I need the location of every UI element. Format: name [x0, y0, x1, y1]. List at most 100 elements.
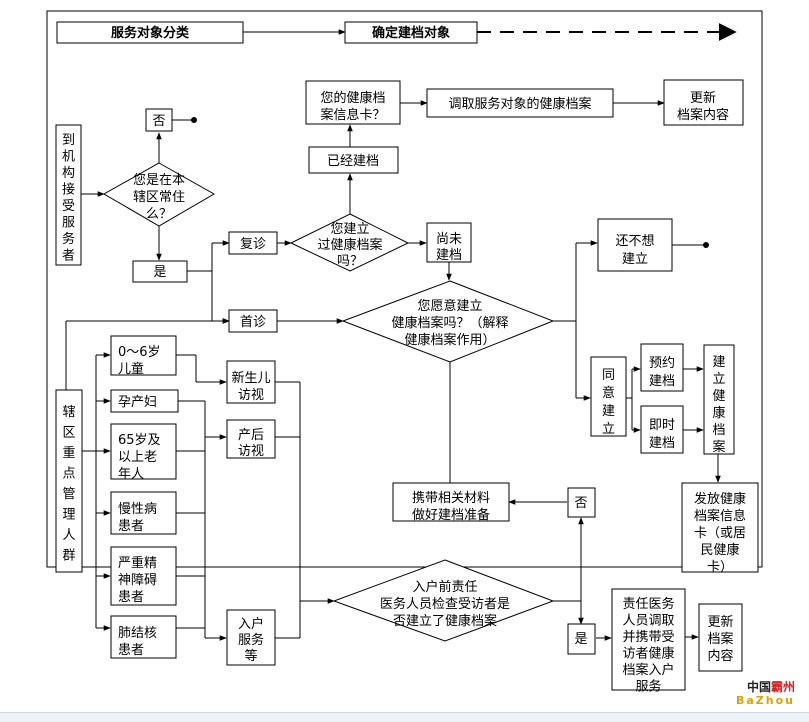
node-label-line: 卡）	[707, 560, 733, 575]
node-label-line: 以上老	[118, 450, 157, 465]
node-label-line: 您的健康档	[320, 90, 385, 106]
node-label-line: 慢性病	[118, 501, 157, 517]
svg-text:调取服务对象的健康档案: 调取服务对象的健康档案	[448, 96, 591, 112]
node-label-line: 访者健康	[622, 646, 674, 662]
node-label-line: 吗？	[337, 254, 363, 269]
node-label-line: 65岁及	[118, 433, 161, 448]
bottom-scrollbar[interactable]	[0, 712, 809, 722]
svg-text:服务对象分类: 服务对象分类	[111, 25, 190, 41]
yes-left-box: 是	[132, 260, 188, 283]
node-label-line: 患者	[118, 590, 144, 605]
node-label-line: 理	[62, 508, 75, 523]
node-label-line: 构	[62, 166, 75, 181]
svg-text:确定建档对象: 确定建档对象	[372, 25, 450, 41]
node-label-line: 重	[62, 445, 75, 461]
svg-text:孕产妇: 孕产妇	[118, 394, 157, 410]
node-label-line: 更新	[690, 90, 716, 106]
node-label-line: 新生儿	[231, 370, 270, 386]
node-label-line: 过健康档案	[317, 237, 382, 253]
node-label-line: 否建立了健康档案	[393, 613, 497, 629]
node-label-line: 服	[62, 216, 75, 231]
node-label-line: 档案入户	[622, 662, 674, 678]
node-label-line: 档案内容	[677, 107, 729, 123]
node-label-line: 内容	[707, 648, 733, 664]
node-label-line: 档	[712, 423, 725, 438]
node-label-line: 案信息卡？	[320, 107, 385, 123]
node-label-line: 群	[62, 549, 75, 564]
node-label-line: 人	[62, 528, 75, 543]
node-label-line: 同	[602, 368, 615, 383]
node-label-line: 还不想	[615, 233, 654, 249]
svg-text:否: 否	[574, 496, 587, 511]
node-label-line: 患者	[118, 519, 144, 534]
node-label-line: 辖	[62, 404, 75, 420]
node-label-line: 健	[712, 389, 725, 404]
node-label-line: 患者	[118, 643, 144, 658]
node-label-line: 责任医务	[622, 596, 674, 612]
node-label-line: 健康档案作用）	[404, 332, 495, 348]
node-label-line: 立	[602, 422, 615, 437]
node-label-line: 康	[712, 405, 725, 421]
node-label-line: 携带相关材料	[412, 490, 490, 506]
node-label-line: 您愿意建立	[417, 298, 482, 314]
node-label-line: 人员调取	[622, 614, 674, 629]
node-label-line: 么？	[146, 207, 172, 222]
no-mid-box: 否	[567, 487, 596, 518]
first-visit-box: 首诊	[228, 309, 278, 333]
node-label-line: 医务人员检查受访者是	[380, 596, 510, 612]
node-label-line: 接	[62, 182, 75, 198]
node-label-line: 产后	[238, 428, 264, 443]
node-label-line: 等	[244, 648, 257, 664]
node-label-line: 服务	[238, 632, 264, 648]
svg-text:是: 是	[574, 632, 587, 647]
node-label-line: 您建立	[330, 221, 369, 237]
node-label-line: 神障碍	[118, 573, 157, 588]
node-label-line: 区	[62, 426, 75, 441]
node-label-line: 管	[62, 487, 75, 502]
node-label-line: 到	[62, 133, 75, 148]
node-label-line: 儿童	[118, 361, 144, 377]
node-label-line: 即时	[649, 418, 675, 433]
svg-text:复诊: 复诊	[240, 237, 266, 252]
yes-bottom-box: 是	[567, 623, 596, 655]
node-label-line: 访视	[238, 444, 264, 459]
node-label-line: 尚未	[436, 232, 462, 247]
node-label-line: 并携带受	[622, 629, 674, 645]
node-label-line: 建	[602, 404, 615, 419]
node-label-line: 发放健康	[694, 491, 746, 507]
svg-text:首诊: 首诊	[240, 315, 266, 330]
connectors	[65, 23, 737, 641]
node-label-line: 预约	[649, 356, 675, 371]
already-built-box: 已经建档	[308, 146, 399, 174]
node-label-line: 入户	[238, 616, 264, 632]
svg-text:否: 否	[152, 114, 165, 129]
node-label-line: 机	[62, 150, 75, 165]
node-label-line: 民健康	[700, 542, 739, 558]
node-label-line: 意	[602, 385, 615, 401]
node-label-line: 0～6岁	[118, 345, 161, 360]
outer-border	[46, 10, 763, 568]
node-label-line: 档案	[707, 632, 733, 647]
node-label-line: 访视	[238, 388, 264, 403]
node-label-line: 服务	[635, 679, 661, 695]
watermark-text-c: BaZhou	[735, 694, 795, 707]
watermark-text-a: 中国	[746, 680, 771, 694]
node-label-line: 建档	[649, 374, 675, 389]
header-service-classification: 服务对象分类	[56, 21, 244, 44]
node-label-line: 务	[62, 231, 75, 247]
